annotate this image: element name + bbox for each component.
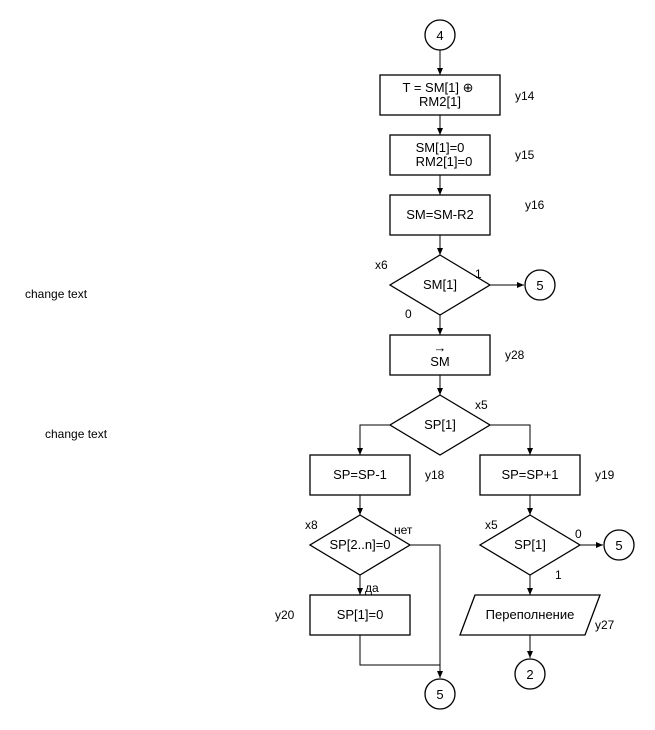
label-y15: y15 (515, 148, 535, 162)
block-y16: SM=SM-R2 (389, 194, 491, 236)
decision-x5b: SP[1] (478, 514, 582, 576)
connector-bottom-label: 5 (436, 687, 443, 702)
edge-x5-y19 (490, 424, 533, 455)
shift-arrow-icon: → (434, 340, 447, 355)
connector-right-2-label: 5 (615, 538, 622, 553)
connector-end: 2 (514, 658, 546, 690)
block-y20-text: SP[1]=0 (337, 607, 384, 622)
label-x5b-branch-1: 1 (555, 568, 562, 582)
decision-x5b-text: SP[1] (514, 537, 546, 552)
edge-y20-merge (359, 635, 440, 666)
label-x5b-branch-0: 0 (575, 527, 582, 541)
label-y19: y19 (595, 468, 615, 482)
label-y14: y14 (515, 89, 535, 103)
block-y14: T = SM[1] ⊕ RM2[1] (379, 74, 501, 116)
side-labels: y14 y15 y16 y28 y18 y19 y20 y27 x6 x5 x8… (275, 89, 615, 632)
decision-x5a-text: SP[1] (424, 417, 456, 432)
label-x8-branch-no: нет (394, 523, 413, 537)
label-x6: x6 (375, 258, 388, 272)
connector-top: 4 (424, 19, 456, 51)
decision-x6-text: SM[1] (423, 277, 457, 292)
block-y19: SP=SP+1 (479, 454, 581, 496)
block-y15-line2: RM2[1]=0 (416, 154, 473, 169)
connector-top-label: 4 (436, 28, 443, 43)
connector-right-1: 5 (524, 269, 556, 301)
label-y20: y20 (275, 608, 295, 622)
label-y16: y16 (525, 198, 545, 212)
block-y28-text: SM (430, 354, 450, 369)
block-y14-line1: T = SM[1] ⊕ (403, 80, 474, 95)
label-y27: y27 (595, 618, 615, 632)
block-y28: → SM (389, 334, 491, 376)
decision-x6: SM[1] (388, 254, 492, 316)
change-text-note-1: change text (25, 287, 88, 301)
block-y27: Переполнение (459, 594, 601, 636)
label-x6-branch-0: 0 (405, 307, 412, 321)
label-x5b: x5 (485, 518, 498, 532)
block-y20: SP[1]=0 (309, 594, 411, 636)
label-x6-branch-1: 1 (475, 267, 482, 281)
connector-end-label: 2 (526, 667, 533, 682)
label-y28: y28 (505, 348, 525, 362)
edge-x8-c5 (410, 544, 443, 678)
block-y27-text: Переполнение (486, 607, 575, 622)
block-y18-text: SP=SP-1 (333, 467, 387, 482)
label-x8-branch-yes: да (365, 581, 379, 595)
block-y19-text: SP=SP+1 (501, 467, 558, 482)
edge-x5-y18 (357, 424, 390, 455)
decision-x8: SP[2..n]=0 (308, 514, 412, 576)
block-y15: SM[1]=0 RM2[1]=0 (389, 134, 491, 176)
block-y15-line1: SM[1]=0 (416, 140, 465, 155)
edges (357, 50, 603, 678)
connector-right-1-label: 5 (536, 278, 543, 293)
label-x8: x8 (305, 518, 318, 532)
connector-right-2: 5 (603, 529, 635, 561)
label-x5a: x5 (475, 398, 488, 412)
block-y16-text: SM=SM-R2 (406, 207, 474, 222)
block-y14-line2: RM2[1] (419, 94, 461, 109)
block-y18: SP=SP-1 (309, 454, 411, 496)
connector-bottom: 5 (424, 678, 456, 710)
decision-x5a: SP[1] (388, 394, 492, 456)
label-y18: y18 (425, 468, 445, 482)
decision-x8-text: SP[2..n]=0 (329, 537, 390, 552)
change-text-note-2: change text (45, 427, 108, 441)
